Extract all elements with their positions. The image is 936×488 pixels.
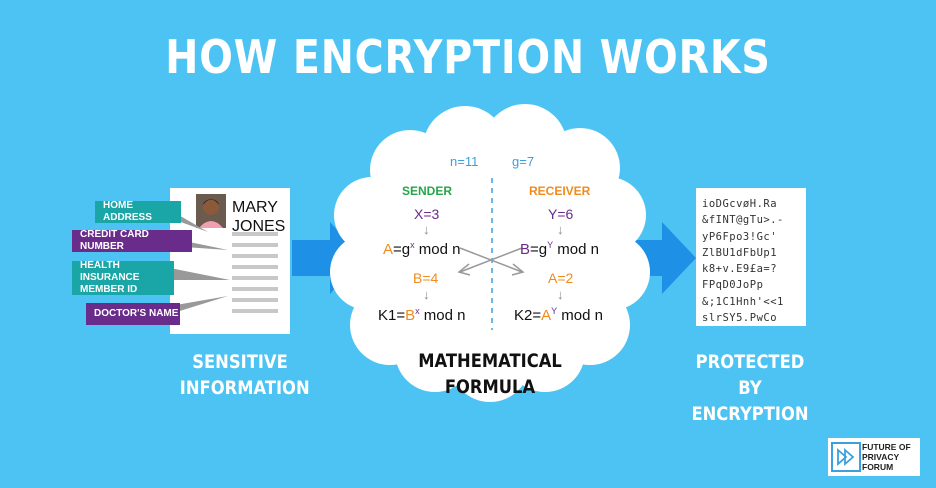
receiver-formula: B=gY mod n xyxy=(520,240,599,258)
caption-sensitive: SENSITIVE INFORMATION xyxy=(179,351,310,399)
sender-key: K1=Bx mod n xyxy=(378,306,466,324)
fpf-logo: FUTURE OF PRIVACY FORUM xyxy=(828,438,920,476)
param-g: g=7 xyxy=(512,154,535,169)
logo-text: FUTURE OF PRIVACY FORUM xyxy=(862,442,911,472)
receiver-secret: Y=6 xyxy=(548,206,574,222)
sender-exchanged: B=4 xyxy=(413,270,439,286)
tag-health-insurance: HEALTH INSURANCE MEMBER ID xyxy=(72,260,174,295)
param-n: n=11 xyxy=(450,154,479,169)
down-arrow-icon: ↓ xyxy=(557,287,564,302)
caption-protected: PROTECTED BY ENCRYPTION xyxy=(691,351,809,425)
person-name: MARY JONES xyxy=(232,198,285,236)
fast-forward-icon xyxy=(831,442,861,472)
encrypted-document xyxy=(696,188,806,326)
name-line-2: JONES xyxy=(232,218,286,235)
tag-credit-card: CREDIT CARD NUMBER xyxy=(72,229,192,252)
person-photo-icon xyxy=(196,194,226,228)
tag-doctors-name: DOCTOR'S NAME xyxy=(86,303,180,325)
down-arrow-icon: ↓ xyxy=(423,222,430,237)
tag-pointers xyxy=(170,210,230,314)
caption-formula: MATHEMATICAL FORMULA xyxy=(418,350,562,398)
sender-label: SENDER xyxy=(402,184,453,198)
down-arrow-icon: ↓ xyxy=(557,222,564,237)
sender-secret: X=3 xyxy=(414,206,440,222)
page-title: HOW ENCRYPTION WORKS xyxy=(165,30,771,84)
down-arrow-icon: ↓ xyxy=(423,287,430,302)
sender-formula: A=gx mod n xyxy=(383,240,461,258)
tag-home-address: HOME ADDRESS xyxy=(95,200,181,223)
sensitive-document xyxy=(170,188,290,334)
receiver-key: K2=AY mod n xyxy=(514,306,603,324)
receiver-label: RECEIVER xyxy=(529,184,591,198)
document-lines xyxy=(232,232,278,313)
cipher-text: ioDGcvøH.Ra &fINT@gTu>.- yP6Fpo3!Gc' ZlB… xyxy=(702,198,784,325)
receiver-exchanged: A=2 xyxy=(548,270,574,286)
name-line-1: MARY xyxy=(232,199,278,216)
exchange-arrows xyxy=(457,247,525,276)
